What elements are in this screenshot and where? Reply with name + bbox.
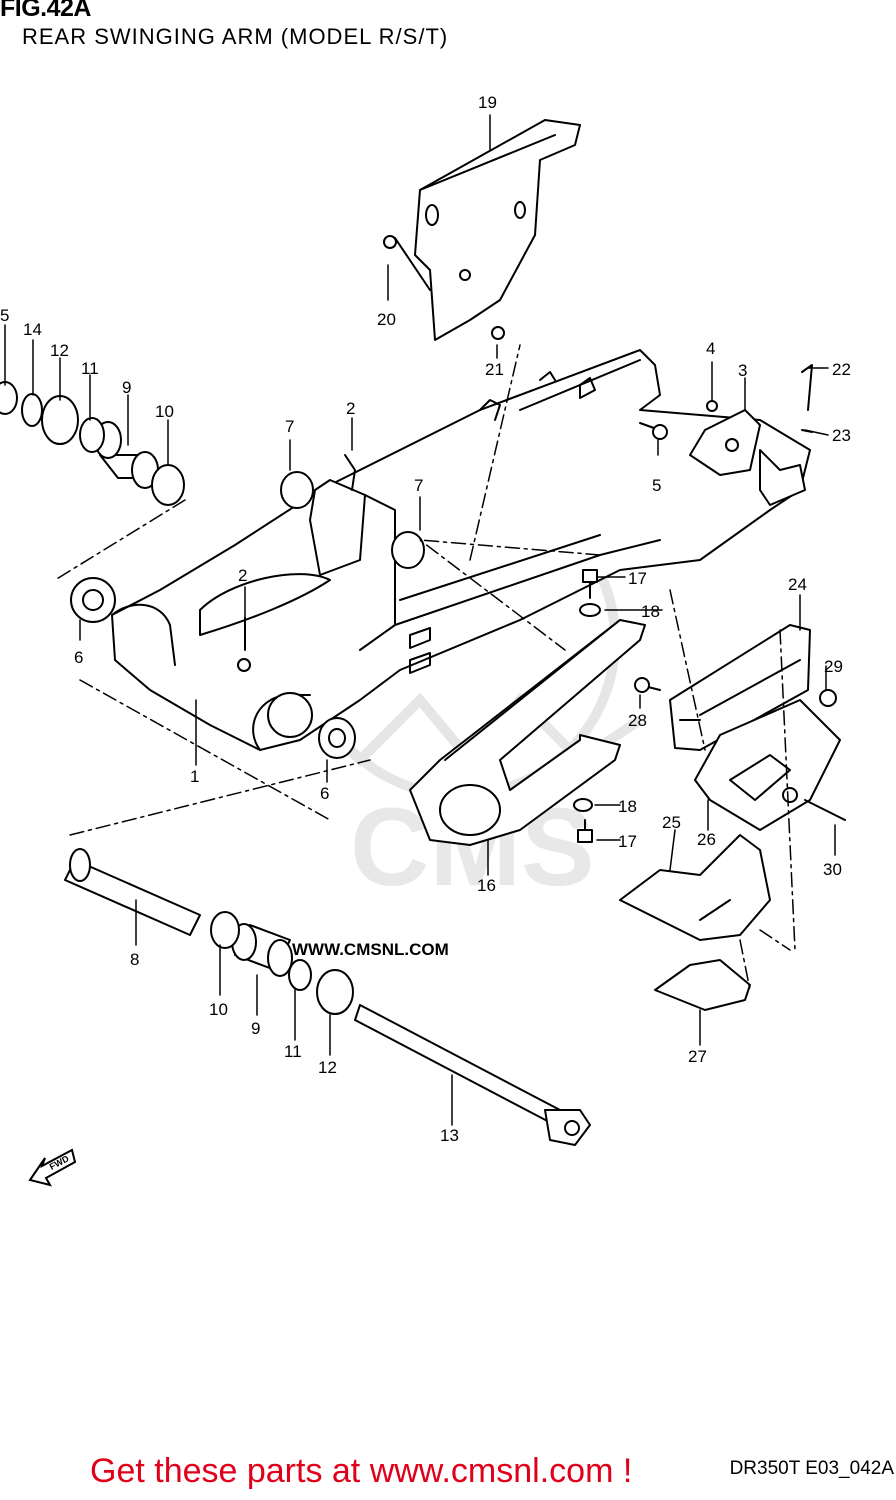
callout-10-upper: 10 xyxy=(155,402,174,421)
figure-title: FIG.42A xyxy=(0,0,91,22)
needle-bearings xyxy=(70,471,425,759)
callout-11-lower: 11 xyxy=(284,1042,302,1061)
figure-subtitle: REAR SWINGING ARM (MODEL R/S/T) xyxy=(22,24,449,49)
callout-3: 3 xyxy=(738,361,747,380)
chain-guard-plate-part xyxy=(619,834,771,941)
callout-17-upper: 17 xyxy=(628,569,647,588)
callout-25: 25 xyxy=(662,813,681,832)
callout-26: 26 xyxy=(697,830,716,849)
small-parts-upper xyxy=(0,381,185,506)
swingarm-part xyxy=(111,349,811,751)
callout-2-lower: 2 xyxy=(238,566,247,585)
callouts: 19 20 21 4 3 22 23 5 5 14 12 11 9 10 2 7… xyxy=(0,93,851,1145)
leader-lines xyxy=(4,114,836,1126)
callout-6-upper: 6 xyxy=(74,648,83,667)
callout-2-upper: 2 xyxy=(346,399,355,418)
chain-adjuster-part xyxy=(689,409,761,476)
callout-5-left: 5 xyxy=(0,306,9,325)
diagram-linework xyxy=(0,114,846,1146)
callout-30: 30 xyxy=(823,860,842,879)
callout-7-right: 7 xyxy=(414,476,423,495)
chain-guide-part xyxy=(669,624,811,751)
chain-slider-part xyxy=(409,619,646,846)
watermark-url: WWW.CMSNL.COM xyxy=(292,940,449,959)
callout-18-upper: 18 xyxy=(641,602,660,621)
callout-18-lower: 18 xyxy=(618,797,637,816)
callout-24: 24 xyxy=(788,575,807,594)
callout-21: 21 xyxy=(485,360,504,379)
callout-14: 14 xyxy=(23,320,42,339)
callout-28: 28 xyxy=(628,711,647,730)
small-parts-lower xyxy=(210,911,354,1015)
callout-7-left: 7 xyxy=(285,417,294,436)
callout-8: 8 xyxy=(130,950,139,969)
callout-16: 16 xyxy=(477,876,496,895)
chain-guide-plate-part xyxy=(694,699,841,831)
callout-12-upper: 12 xyxy=(50,341,69,360)
fwd-arrow-icon: FWD xyxy=(28,1148,77,1187)
callout-10-lower: 10 xyxy=(209,1000,228,1019)
chain-guard-part xyxy=(414,119,581,341)
callout-19: 19 xyxy=(478,93,497,112)
pivot-shaft-part xyxy=(354,1004,591,1146)
callout-29: 29 xyxy=(824,657,843,676)
callout-27: 27 xyxy=(688,1047,707,1066)
callout-9-lower: 9 xyxy=(251,1019,260,1038)
callout-1: 1 xyxy=(190,767,199,786)
callout-13: 13 xyxy=(440,1126,459,1145)
callout-17-lower: 17 xyxy=(618,832,637,851)
callout-9-upper: 9 xyxy=(122,378,131,397)
callout-6-lower: 6 xyxy=(320,784,329,803)
callout-11-upper: 11 xyxy=(81,359,99,378)
callout-23: 23 xyxy=(832,426,851,445)
callout-20: 20 xyxy=(377,310,396,329)
guide-protector-part xyxy=(654,959,751,1011)
spacer-tube-part xyxy=(64,848,201,936)
dash-lines xyxy=(54,344,796,991)
bushing-lower xyxy=(231,923,293,977)
diagram-code: DR350T E03_042A xyxy=(729,1458,894,1479)
callout-4: 4 xyxy=(706,339,715,358)
callout-5-right: 5 xyxy=(652,476,661,495)
fasteners xyxy=(237,235,846,843)
buy-parts-link[interactable]: Get these parts at www.cmsnl.com ! xyxy=(90,1452,633,1490)
callout-12-lower: 12 xyxy=(318,1058,337,1077)
callout-22: 22 xyxy=(832,360,851,379)
